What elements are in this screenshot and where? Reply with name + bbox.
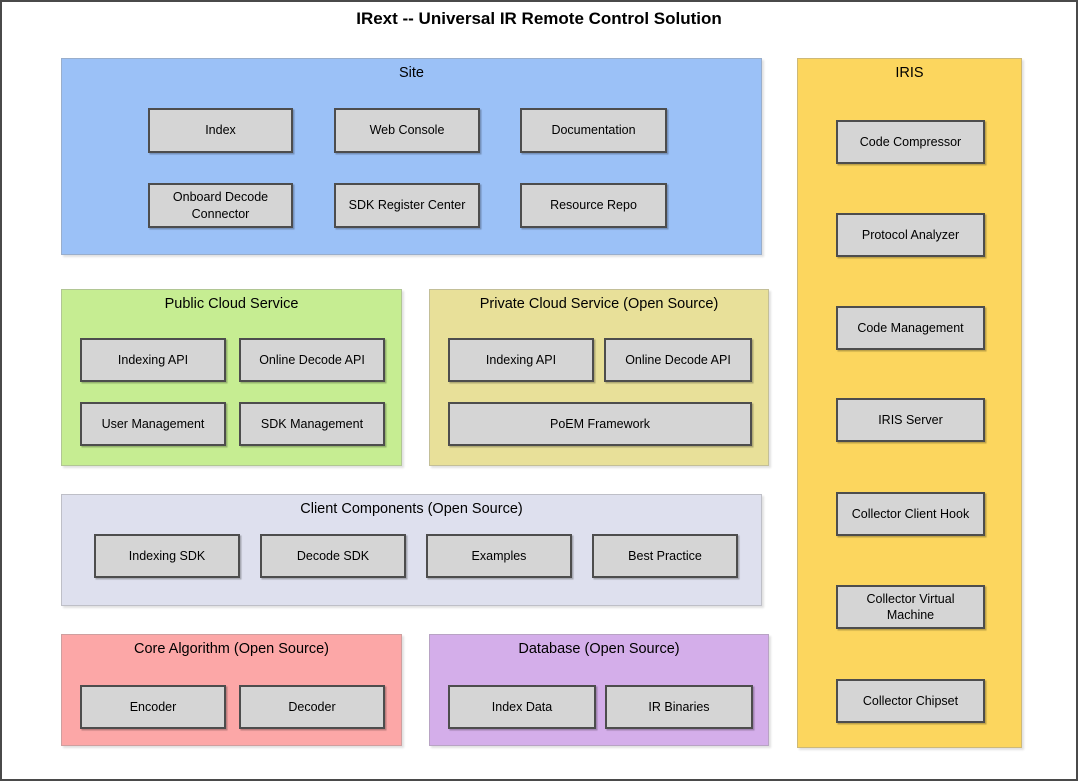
diagram-title: IRext -- Universal IR Remote Control Sol…: [356, 9, 722, 28]
node-code-compressor: Code Compressor: [836, 120, 985, 164]
node-collector-client-hook: Collector Client Hook: [836, 492, 985, 536]
node-web-console: Web Console: [334, 108, 480, 153]
node-user-management: User Management: [80, 402, 226, 446]
section-private-cloud-title: Private Cloud Service (Open Source): [479, 296, 719, 312]
section-site-title: Site: [399, 65, 424, 81]
node-public-online-decode-api: Online Decode API: [239, 338, 385, 382]
section-database-title: Database (Open Source): [518, 641, 680, 657]
node-resource-repo: Resource Repo: [520, 183, 667, 228]
node-index-data: Index Data: [448, 685, 596, 729]
section-iris-title: IRIS: [895, 65, 924, 81]
section-public-cloud: Public Cloud Service Indexing API Online…: [61, 289, 402, 466]
section-database: Database (Open Source) Index Data IR Bin…: [429, 634, 769, 746]
node-protocol-analyzer: Protocol Analyzer: [836, 213, 985, 257]
node-collector-chipset: Collector Chipset: [836, 679, 985, 723]
section-core-algorithm: Core Algorithm (Open Source) Encoder Dec…: [61, 634, 402, 746]
node-examples: Examples: [426, 534, 572, 578]
node-private-indexing-api: Indexing API: [448, 338, 594, 382]
section-site: Site Index Web Console Documentation Onb…: [61, 58, 762, 255]
node-collector-virtual-machine: Collector Virtual Machine: [836, 585, 985, 629]
section-core-algorithm-title: Core Algorithm (Open Source): [133, 641, 330, 657]
node-indexing-sdk: Indexing SDK: [94, 534, 240, 578]
node-encoder: Encoder: [80, 685, 226, 729]
node-onboard-decode-connector: Onboard Decode Connector: [148, 183, 293, 228]
node-documentation: Documentation: [520, 108, 667, 153]
node-best-practice: Best Practice: [592, 534, 738, 578]
node-code-management: Code Management: [836, 306, 985, 350]
node-poem-framework: PoEM Framework: [448, 402, 752, 446]
node-public-indexing-api: Indexing API: [80, 338, 226, 382]
node-index: Index: [148, 108, 293, 153]
node-decode-sdk: Decode SDK: [260, 534, 406, 578]
node-private-online-decode-api: Online Decode API: [604, 338, 752, 382]
section-private-cloud: Private Cloud Service (Open Source) Inde…: [429, 289, 769, 466]
section-client-components-title: Client Components (Open Source): [300, 501, 523, 517]
node-sdk-register-center: SDK Register Center: [334, 183, 480, 228]
node-decoder: Decoder: [239, 685, 385, 729]
node-sdk-management: SDK Management: [239, 402, 385, 446]
section-client-components: Client Components (Open Source) Indexing…: [61, 494, 762, 606]
section-iris: IRIS Code Compressor Protocol Analyzer C…: [797, 58, 1022, 748]
node-iris-server: IRIS Server: [836, 398, 985, 442]
section-public-cloud-title: Public Cloud Service: [164, 296, 299, 312]
node-ir-binaries: IR Binaries: [605, 685, 753, 729]
